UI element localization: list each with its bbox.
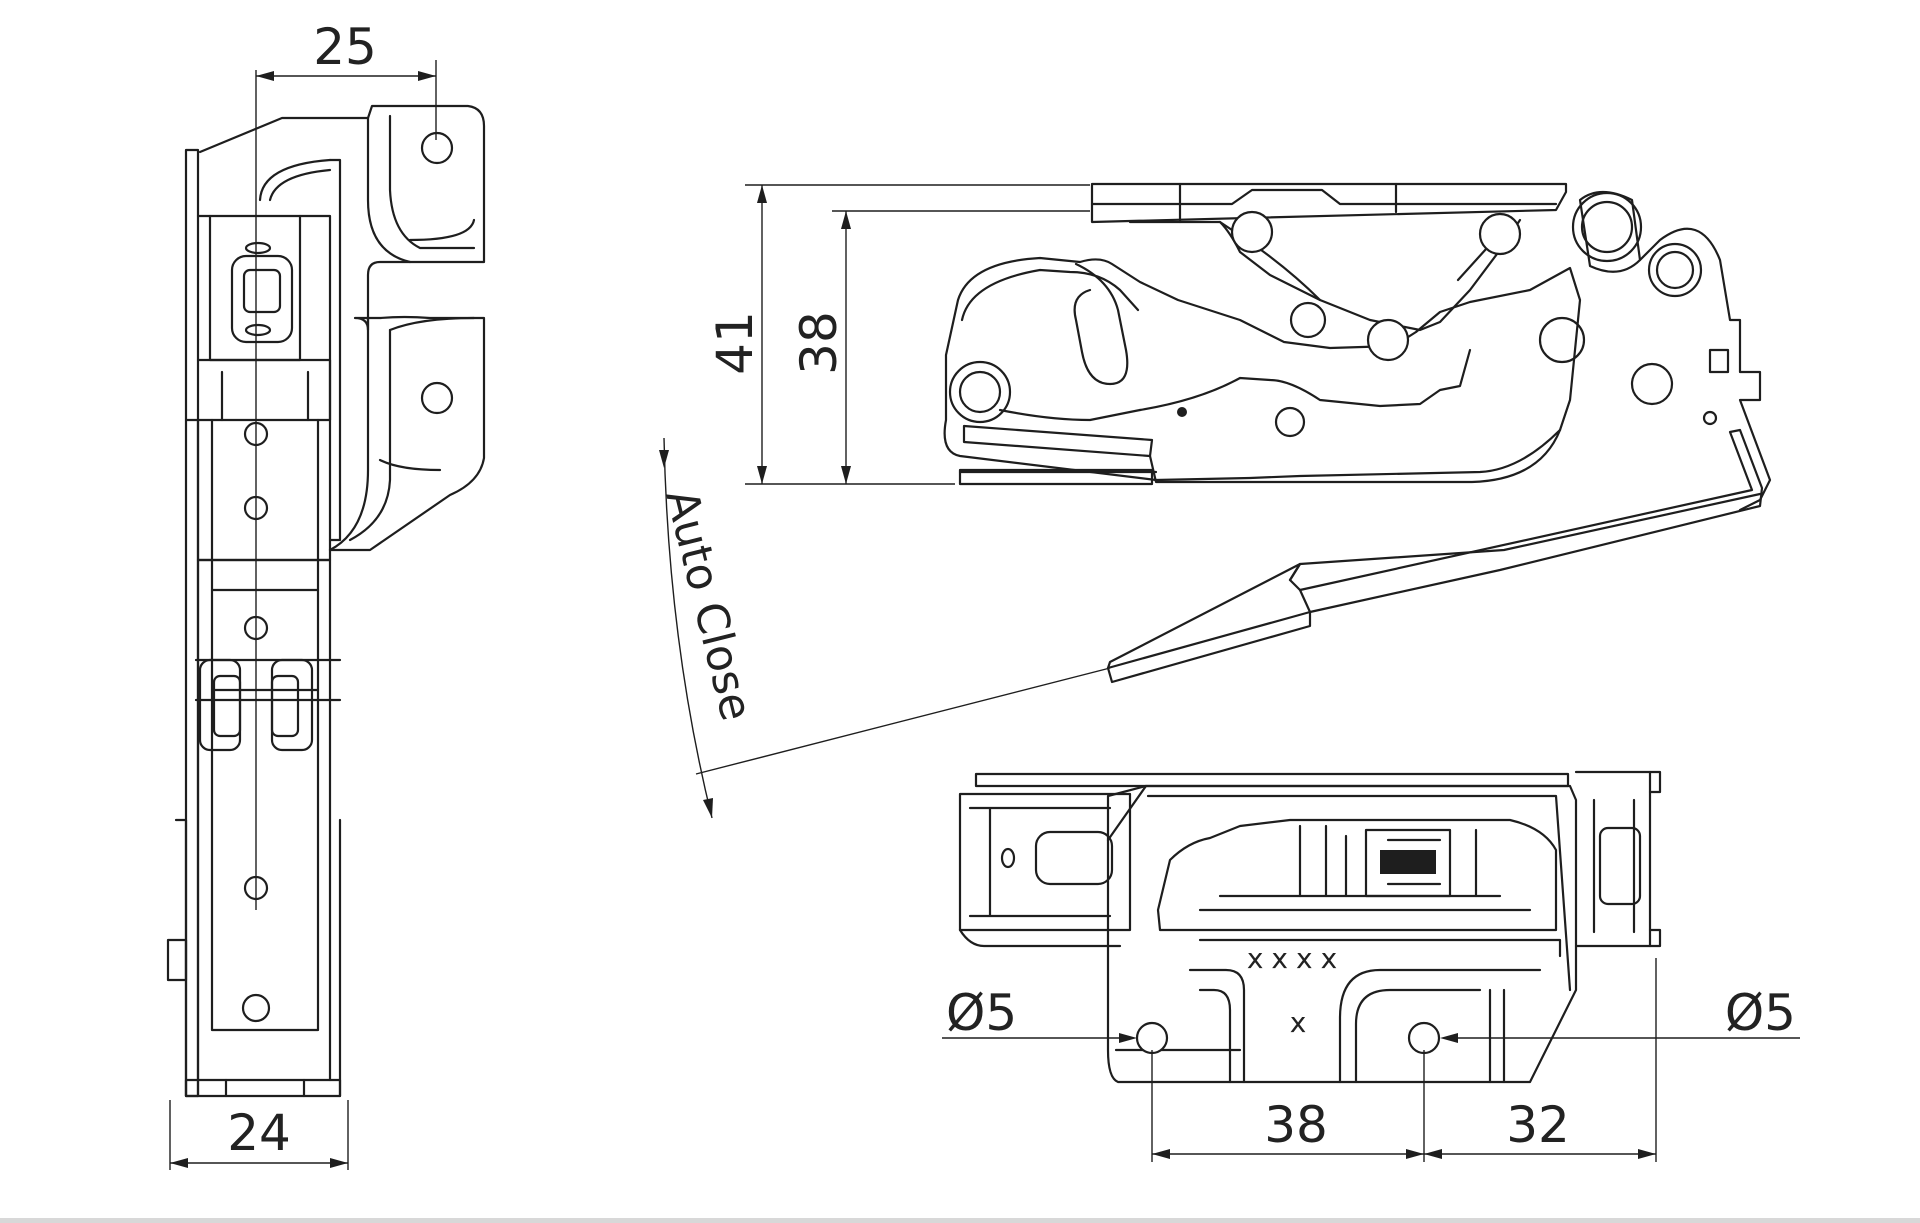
dimension-arm-height-inner: 38 [790, 311, 848, 375]
dimension-hole-diameter-right: Ø5 [1725, 984, 1796, 1042]
side-view-top-bracket [198, 104, 486, 552]
dimension-side-bottom-width: 24 [227, 1104, 291, 1162]
dimension-hole-spacing: 38 [1264, 1096, 1328, 1154]
front-view: 41 38 Auto Close [655, 182, 1772, 819]
side-view-body [184, 148, 200, 1098]
front-view-arm [1106, 428, 1764, 670]
marking-top: xxxx [1247, 942, 1345, 975]
dimension-hole-diameter-left: Ø5 [946, 984, 1017, 1042]
front-view-housing [943, 256, 1582, 482]
side-view-mid-hole [420, 381, 454, 415]
dimension-hole-edge-offset: 32 [1506, 1096, 1570, 1154]
dimension-side-top-width: 25 [313, 18, 377, 76]
label-auto-close: Auto Close [655, 484, 762, 725]
side-view-top-hole [420, 131, 454, 165]
front-view-top-plate [1090, 182, 1568, 224]
top-view-plate [1106, 784, 1578, 1084]
bottom-rule [0, 1218, 1920, 1223]
side-view: 25 24 [166, 18, 486, 1170]
dimension-arm-height-outer: 41 [706, 311, 764, 375]
top-view: xxxx x Ø5 Ø5 38 32 [942, 770, 1800, 1162]
marking-center: x [1290, 1006, 1307, 1039]
